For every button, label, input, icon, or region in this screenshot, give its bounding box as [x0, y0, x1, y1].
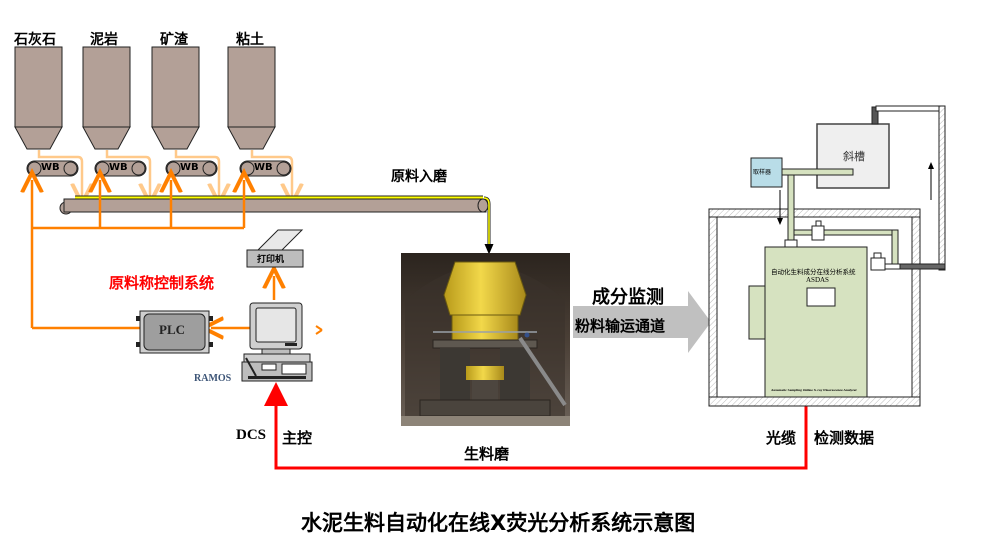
chute-box [816, 123, 890, 189]
raw-mill-image [401, 253, 570, 426]
silo-label-slag: 矿渣 [160, 32, 188, 48]
diagram-title: 水泥生料自动化在线X荧光分析系统示意图 [301, 511, 696, 535]
chute-label: 斜槽 [843, 150, 865, 163]
analyzer-code-label: ASDAS [806, 276, 829, 284]
sample-pipes [781, 168, 901, 271]
raw-mill-label: 生料磨 [464, 445, 510, 463]
wb-label-3: WB [180, 162, 199, 173]
wb-label-4: WB [254, 162, 273, 173]
raw-to-mill-label: 原料入磨 [391, 169, 447, 185]
printer-label: 打印机 [257, 255, 285, 265]
powder-channel-label: 粉料输运通道 [575, 317, 666, 335]
silo-limestone [14, 46, 63, 150]
dcs-feedback-line [264, 382, 808, 470]
composition-monitoring-label: 成分监测 [592, 287, 664, 308]
fiber-cable-label: 光缆 [766, 429, 797, 447]
ramos-label: RAMOS [194, 373, 232, 384]
sampler-box [750, 157, 783, 188]
wb-label-2: WB [109, 162, 128, 173]
printer-icon [246, 229, 304, 268]
main-control-label: 主控 [282, 429, 313, 447]
analyzer-footer-label: Automatic Sampling Online X-ray Fluoresc… [771, 388, 857, 392]
wb-label-1: WB [41, 162, 60, 173]
silo-slag [151, 46, 200, 150]
detection-data-label: 检测数据 [814, 429, 875, 447]
plc-label: PLC [159, 322, 185, 337]
analyzer-side-panel [748, 285, 766, 340]
plc-box [136, 310, 213, 354]
silo-clay [227, 46, 276, 150]
analyzer-name-label: 自动化生料成分在线分析系统 [771, 268, 856, 276]
control-lines [32, 180, 323, 334]
silo-label-limestone: 石灰石 [14, 32, 56, 48]
weighing-control-label: 原料称控制系统 [109, 274, 215, 292]
sampler-label: 取样器 [753, 169, 772, 176]
computer-icon [241, 302, 313, 382]
analyzer-cabinet [764, 246, 868, 398]
analyzer-housing [708, 208, 921, 407]
main-conveyor [59, 195, 494, 255]
analyzer-screen [806, 287, 836, 307]
return-pipe [875, 105, 946, 271]
silo-label-mudstone: 泥岩 [90, 32, 118, 48]
feed-lines [37, 150, 292, 196]
silo-mudstone [82, 46, 131, 150]
dcs-label: DCS [236, 427, 267, 443]
silo-label-clay: 粘土 [236, 32, 264, 48]
powder-channel-arrow [573, 291, 711, 353]
